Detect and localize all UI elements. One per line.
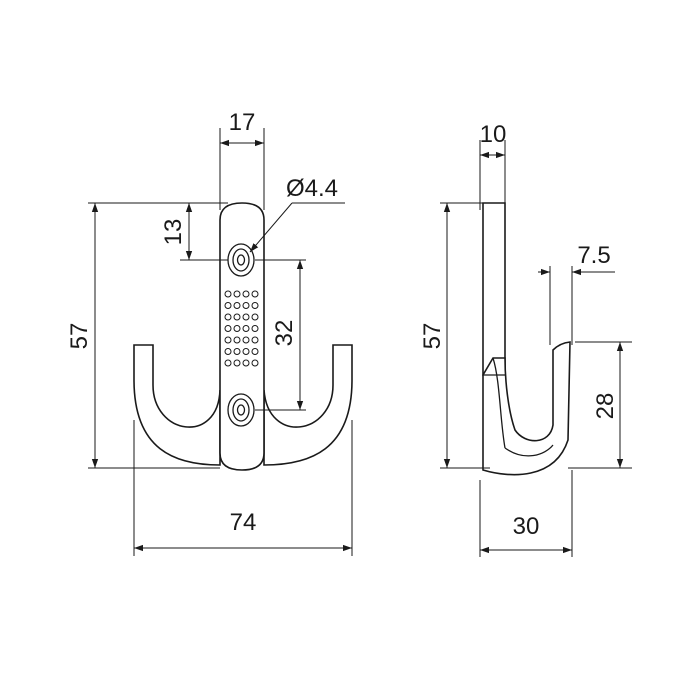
pattern-dot [233,348,241,355]
pattern-dot [251,336,259,344]
label-hole-spacing-32: 32 [271,320,298,347]
pattern-dot [251,359,259,367]
pattern-dot [224,359,232,367]
pattern-dot [224,290,232,298]
pattern-dot [224,302,232,309]
pattern-dot [251,313,259,321]
pattern-dot [233,302,241,309]
label-height-57-side: 57 [419,323,446,350]
left-hook [133,344,221,466]
pattern-dot [242,313,250,321]
pattern-dot [233,336,241,344]
label-tip-width-7-5: 7.5 [577,242,610,269]
pattern-dot [251,290,259,298]
side-plate [482,202,506,376]
label-depth-30: 30 [513,513,540,540]
pattern-dot [251,302,259,309]
pattern-dot [242,302,250,309]
label-thickness-10: 10 [480,121,507,148]
pattern-dot [233,325,241,332]
pattern-dot [242,290,250,298]
pattern-dot [242,359,250,367]
leader-hole-diameter [249,202,293,253]
pattern-dot [242,336,250,344]
side-hook [482,341,571,476]
label-hole-diameter: Ø4.4 [286,175,338,202]
pattern-dot [251,325,259,332]
screw-hole-top [227,243,255,277]
pattern-dot [233,290,241,298]
pattern-dot [224,313,232,321]
label-overall-width-74: 74 [230,509,257,536]
pattern-dot [233,359,241,367]
pattern-dot [224,348,232,355]
screw-hole-bottom [227,393,255,427]
pattern-dot [242,348,250,355]
front-view: 17 Ø4.4 13 57 32 74 [66,109,353,556]
right-hook [263,344,353,466]
dot-pattern [224,290,259,367]
pattern-dot [224,336,232,344]
pattern-dot [233,313,241,321]
pattern-dot [242,325,250,332]
label-width-17: 17 [229,109,256,136]
label-top-to-hole-13: 13 [160,219,187,246]
label-height-57-front: 57 [66,323,93,350]
label-hook-height-28: 28 [592,393,619,420]
pattern-dot [224,325,232,332]
side-view: 10 57 7.5 28 30 [419,121,632,557]
pattern-dot [251,348,259,355]
